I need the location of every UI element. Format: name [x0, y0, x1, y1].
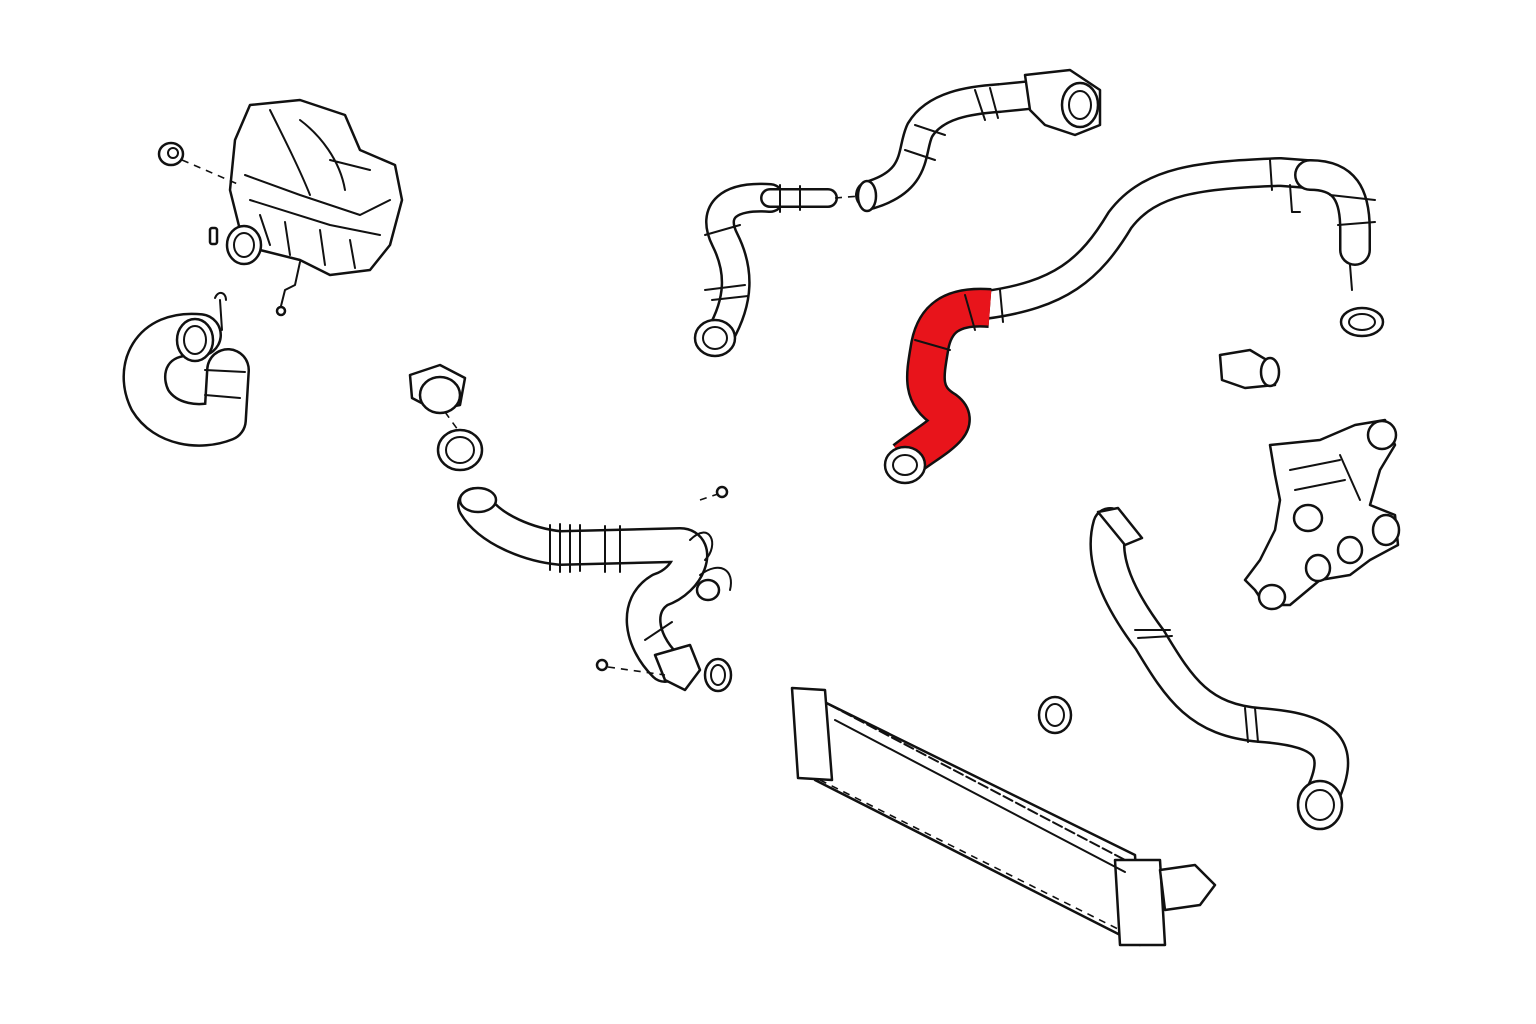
lower-intercooler-hose[interactable] — [1089, 506, 1350, 831]
washer[interactable] — [157, 141, 185, 167]
intercooler[interactable] — [790, 686, 1217, 947]
assembly-line — [181, 159, 241, 186]
sensor-adapter[interactable] — [1218, 348, 1281, 390]
turbocharger-manifold[interactable] — [1243, 418, 1401, 611]
assembly-line — [819, 779, 1121, 931]
hose-clamp[interactable] — [1037, 695, 1073, 735]
bolt[interactable] — [208, 226, 219, 246]
elbow-hose[interactable] — [122, 292, 250, 447]
highlighted-hose-section[interactable] — [883, 287, 992, 485]
intercooler-outlet-hose[interactable] — [970, 157, 1376, 323]
assembly-line — [834, 195, 861, 199]
air-intake-housing[interactable] — [225, 98, 404, 317]
assembly-line — [444, 411, 459, 431]
assembly-line — [699, 493, 719, 501]
hose-clamp[interactable] — [1339, 306, 1385, 338]
bolt[interactable] — [595, 485, 729, 672]
assembly-line — [607, 666, 666, 676]
charge-air-pipe[interactable] — [408, 363, 732, 692]
hose-clamp[interactable] — [703, 657, 733, 693]
upper-charge-air-hose[interactable] — [693, 68, 1102, 358]
